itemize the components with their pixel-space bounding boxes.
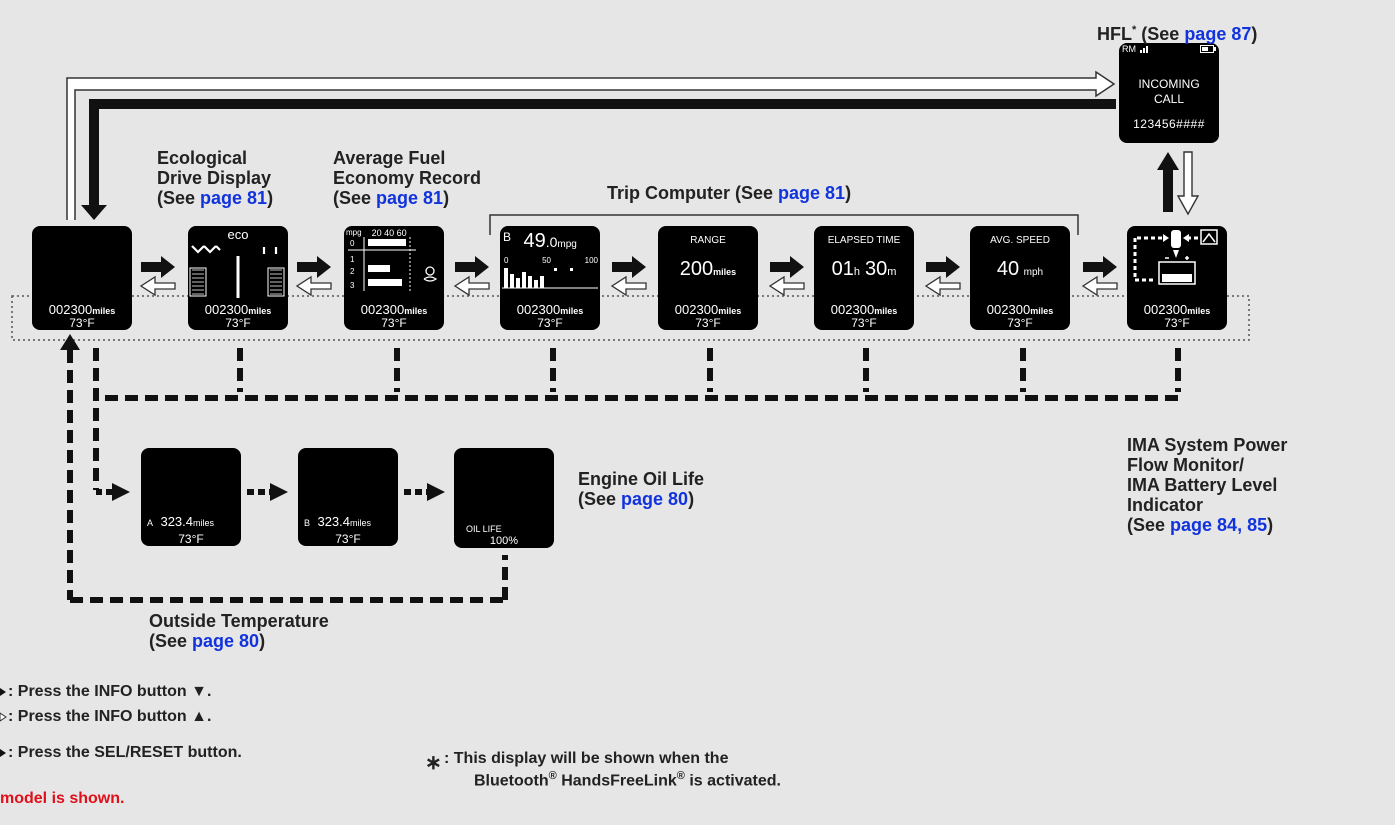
odometer-readout: 002300miles <box>360 302 428 317</box>
hfl-label: HFL* (See page 87) <box>1097 24 1258 44</box>
trip-mpg-readout: B 49.0mpg <box>503 230 577 252</box>
odometer-readout: 002300miles <box>674 302 742 317</box>
link-page-80-oil[interactable]: page 80 <box>621 489 689 509</box>
outside-temp-readout: 73°F <box>381 316 407 330</box>
svg-text:3: 3 <box>350 281 355 290</box>
link-page-81-eco[interactable]: page 81 <box>200 188 268 208</box>
outside-temp-readout: 73°F <box>537 316 563 330</box>
hfl-incoming-line2: CALL <box>1153 92 1185 106</box>
elapsed-title: ELAPSED TIME <box>827 235 901 246</box>
oil-life-value: 100% <box>489 535 519 547</box>
engine-oil-life-label: Engine Oil Life (See page 80) <box>578 469 705 509</box>
link-page-81-avg[interactable]: page 81 <box>376 188 444 208</box>
link-page-80-temp[interactable]: page 80 <box>192 631 260 651</box>
legend-sel-reset: : Press the SEL/RESET button. <box>8 744 242 761</box>
screen-trip-b: B 323.4miles 73°F <box>298 448 398 546</box>
svg-text:2: 2 <box>350 267 355 276</box>
hfl-vertical-arrows <box>1157 151 1200 216</box>
footnote-asterisk: ∗ <box>425 752 442 774</box>
screen-trip-a: A 323.4miles 73°F <box>141 448 241 546</box>
range-readout: 200miles <box>679 258 737 280</box>
screen-oil-life: OIL LIFE 100% <box>454 448 554 548</box>
speed-title: AVG. SPEED <box>990 235 1050 246</box>
oil-life-title: OIL LIFE <box>466 524 502 534</box>
battery-icon <box>1200 45 1216 53</box>
outside-temp-readout: 73°F <box>178 532 204 546</box>
outside-temp-readout: 73°F <box>1164 316 1190 330</box>
legend-arrow-icons <box>0 688 7 757</box>
sel-reset-up-arrowhead <box>60 334 80 350</box>
eco-leaf-graphic <box>189 245 285 298</box>
eco-label: eco <box>227 227 249 242</box>
footnote-line1: : This display will be shown when the <box>444 750 729 767</box>
outside-temp-readout: 73°F <box>225 316 251 330</box>
svg-text:0: 0 <box>350 239 355 248</box>
odometer-readout: 002300miles <box>830 302 898 317</box>
link-page-81-trip[interactable]: page 81 <box>778 183 846 203</box>
trip-computer-bracket <box>489 214 1079 235</box>
svg-text:1: 1 <box>350 255 355 264</box>
trip-computer-label: Trip Computer (See page 81) <box>607 183 852 203</box>
outside-temp-readout: 73°F <box>695 316 721 330</box>
ima-label: IMA System Power Flow Monitor/ IMA Batte… <box>1127 435 1288 535</box>
hfl-status-bar: RM <box>1122 44 1216 54</box>
link-page-84-85[interactable]: page 84, 85 <box>1170 515 1268 535</box>
model-note: model is shown. <box>0 790 125 807</box>
trip-a-readout: A 323.4miles <box>147 514 215 529</box>
trip-b-readout: B 323.4miles <box>304 514 372 529</box>
avg-bars-graphic: 0 1 2 3 <box>348 237 438 291</box>
outside-temp-readout: 73°F <box>1007 316 1033 330</box>
trip-mpg-graph <box>502 268 598 289</box>
odometer-readout: 002300miles <box>986 302 1054 317</box>
legend-info-up: : Press the INFO button ▲. <box>8 708 212 725</box>
link-page-87[interactable]: page 87 <box>1184 24 1252 44</box>
speed-readout: 40 mph <box>996 258 1044 280</box>
hfl-incoming-line1: INCOMING <box>1138 77 1200 91</box>
hfl-outline-arrow <box>66 70 1116 220</box>
legend-info-down: : Press the INFO button ▼. <box>8 683 212 700</box>
odometer-readout: 002300miles <box>204 302 272 317</box>
odometer-readout: 002300miles <box>1143 302 1211 317</box>
outside-temp-readout: 73°F <box>69 316 95 330</box>
outside-temp-readout: 73°F <box>335 532 361 546</box>
screen-range: RANGE 200miles 002300miles 73°F <box>658 226 758 330</box>
hfl-caller-number: 123456#### <box>1133 117 1205 131</box>
screen-avg-speed: AVG. SPEED 40 mph 002300miles 73°F <box>970 226 1070 330</box>
eco-drive-label: Ecological Drive Display (See page 81) <box>157 148 274 208</box>
outside-temp-readout: 73°F <box>851 316 877 330</box>
footnote-line2: Bluetooth® HandsFreeLink® is activated. <box>474 770 781 790</box>
sel-reset-dashed-lines <box>67 348 1181 603</box>
avg-fuel-record-label: Average Fuel Economy Record (See page 81… <box>333 148 482 208</box>
signal-icon <box>1140 46 1148 53</box>
screen-arrows <box>139 256 1118 297</box>
lower-dashed-arrows <box>96 483 445 501</box>
range-title: RANGE <box>690 235 726 246</box>
screen-eco-drive: eco 002300miles 73°F <box>188 226 288 330</box>
odometer-readout: 002300miles <box>48 302 116 317</box>
screen-ima-power-flow: 002300miles 73°F <box>1127 226 1227 330</box>
odometer-readout: 002300miles <box>516 302 584 317</box>
sel-reset-enclosure <box>11 295 1250 341</box>
outside-temperature-label: Outside Temperature (See page 80) <box>149 611 329 651</box>
screen-main-odometer: 002300miles 73°F <box>32 226 132 330</box>
screen-hfl-incoming-call: RM INCOMING CALL 123456#### <box>1119 43 1219 143</box>
ima-power-flow-graphic <box>1133 229 1218 285</box>
